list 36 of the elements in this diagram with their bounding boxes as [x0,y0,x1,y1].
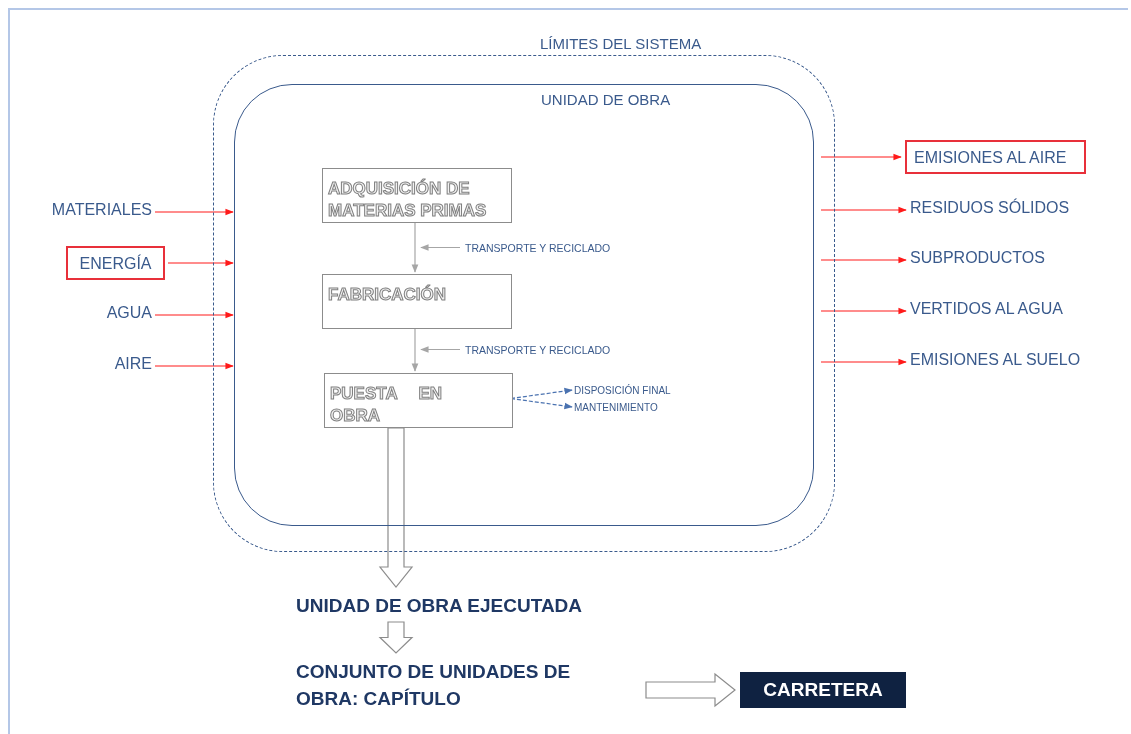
arrow [154,362,234,370]
result-label: CONJUNTO DE UNIDADES DE OBRA: CAPÍTULO [296,658,626,714]
flow-note: TRANSPORTE Y RECICLADO [465,344,625,359]
output-label: MANTENIMIENTO [574,402,704,416]
arrow [820,206,907,214]
input-label: AIRE [60,355,152,377]
output-label: DISPOSICIÓN FINAL [574,385,704,399]
input-label: AGUA [60,304,152,326]
arrow [154,311,234,319]
input-label: ENERGÍA [66,246,165,280]
arrow [820,256,907,264]
boundary-title: LÍMITES DEL SISTEMA [540,35,702,52]
flow-note: TRANSPORTE Y RECICLADO [465,242,625,257]
block-arrow [378,621,414,654]
output-label: SUBPRODUCTOS [910,249,1100,271]
output-label: EMISIONES AL AIRE [905,140,1086,174]
result-box: CARRETERA [740,672,906,708]
arrow [420,346,461,353]
block-arrow [645,672,736,708]
arrow [167,259,234,267]
unit-title: UNIDAD DE OBRA [541,91,671,108]
arrow [820,307,907,315]
arrow [154,208,234,216]
work-unit-frame [234,84,814,526]
arrow [820,153,902,161]
process-box: FABRICACIÓN [322,274,512,329]
process-box: ADQUISICIÓN DE MATERIAS PRIMAS [322,168,512,223]
input-label: MATERIALES [30,201,152,223]
result-label: UNIDAD DE OBRA EJECUTADA [296,592,666,620]
arrow [820,358,907,366]
output-label: VERTIDOS AL AGUA [910,300,1100,322]
arrow [420,244,461,251]
process-box: PUESTA EN OBRA [324,373,513,428]
block-arrow [378,427,414,588]
output-label: RESIDUOS SÓLIDOS [910,199,1100,221]
output-label: EMISIONES AL SUELO [910,351,1110,373]
